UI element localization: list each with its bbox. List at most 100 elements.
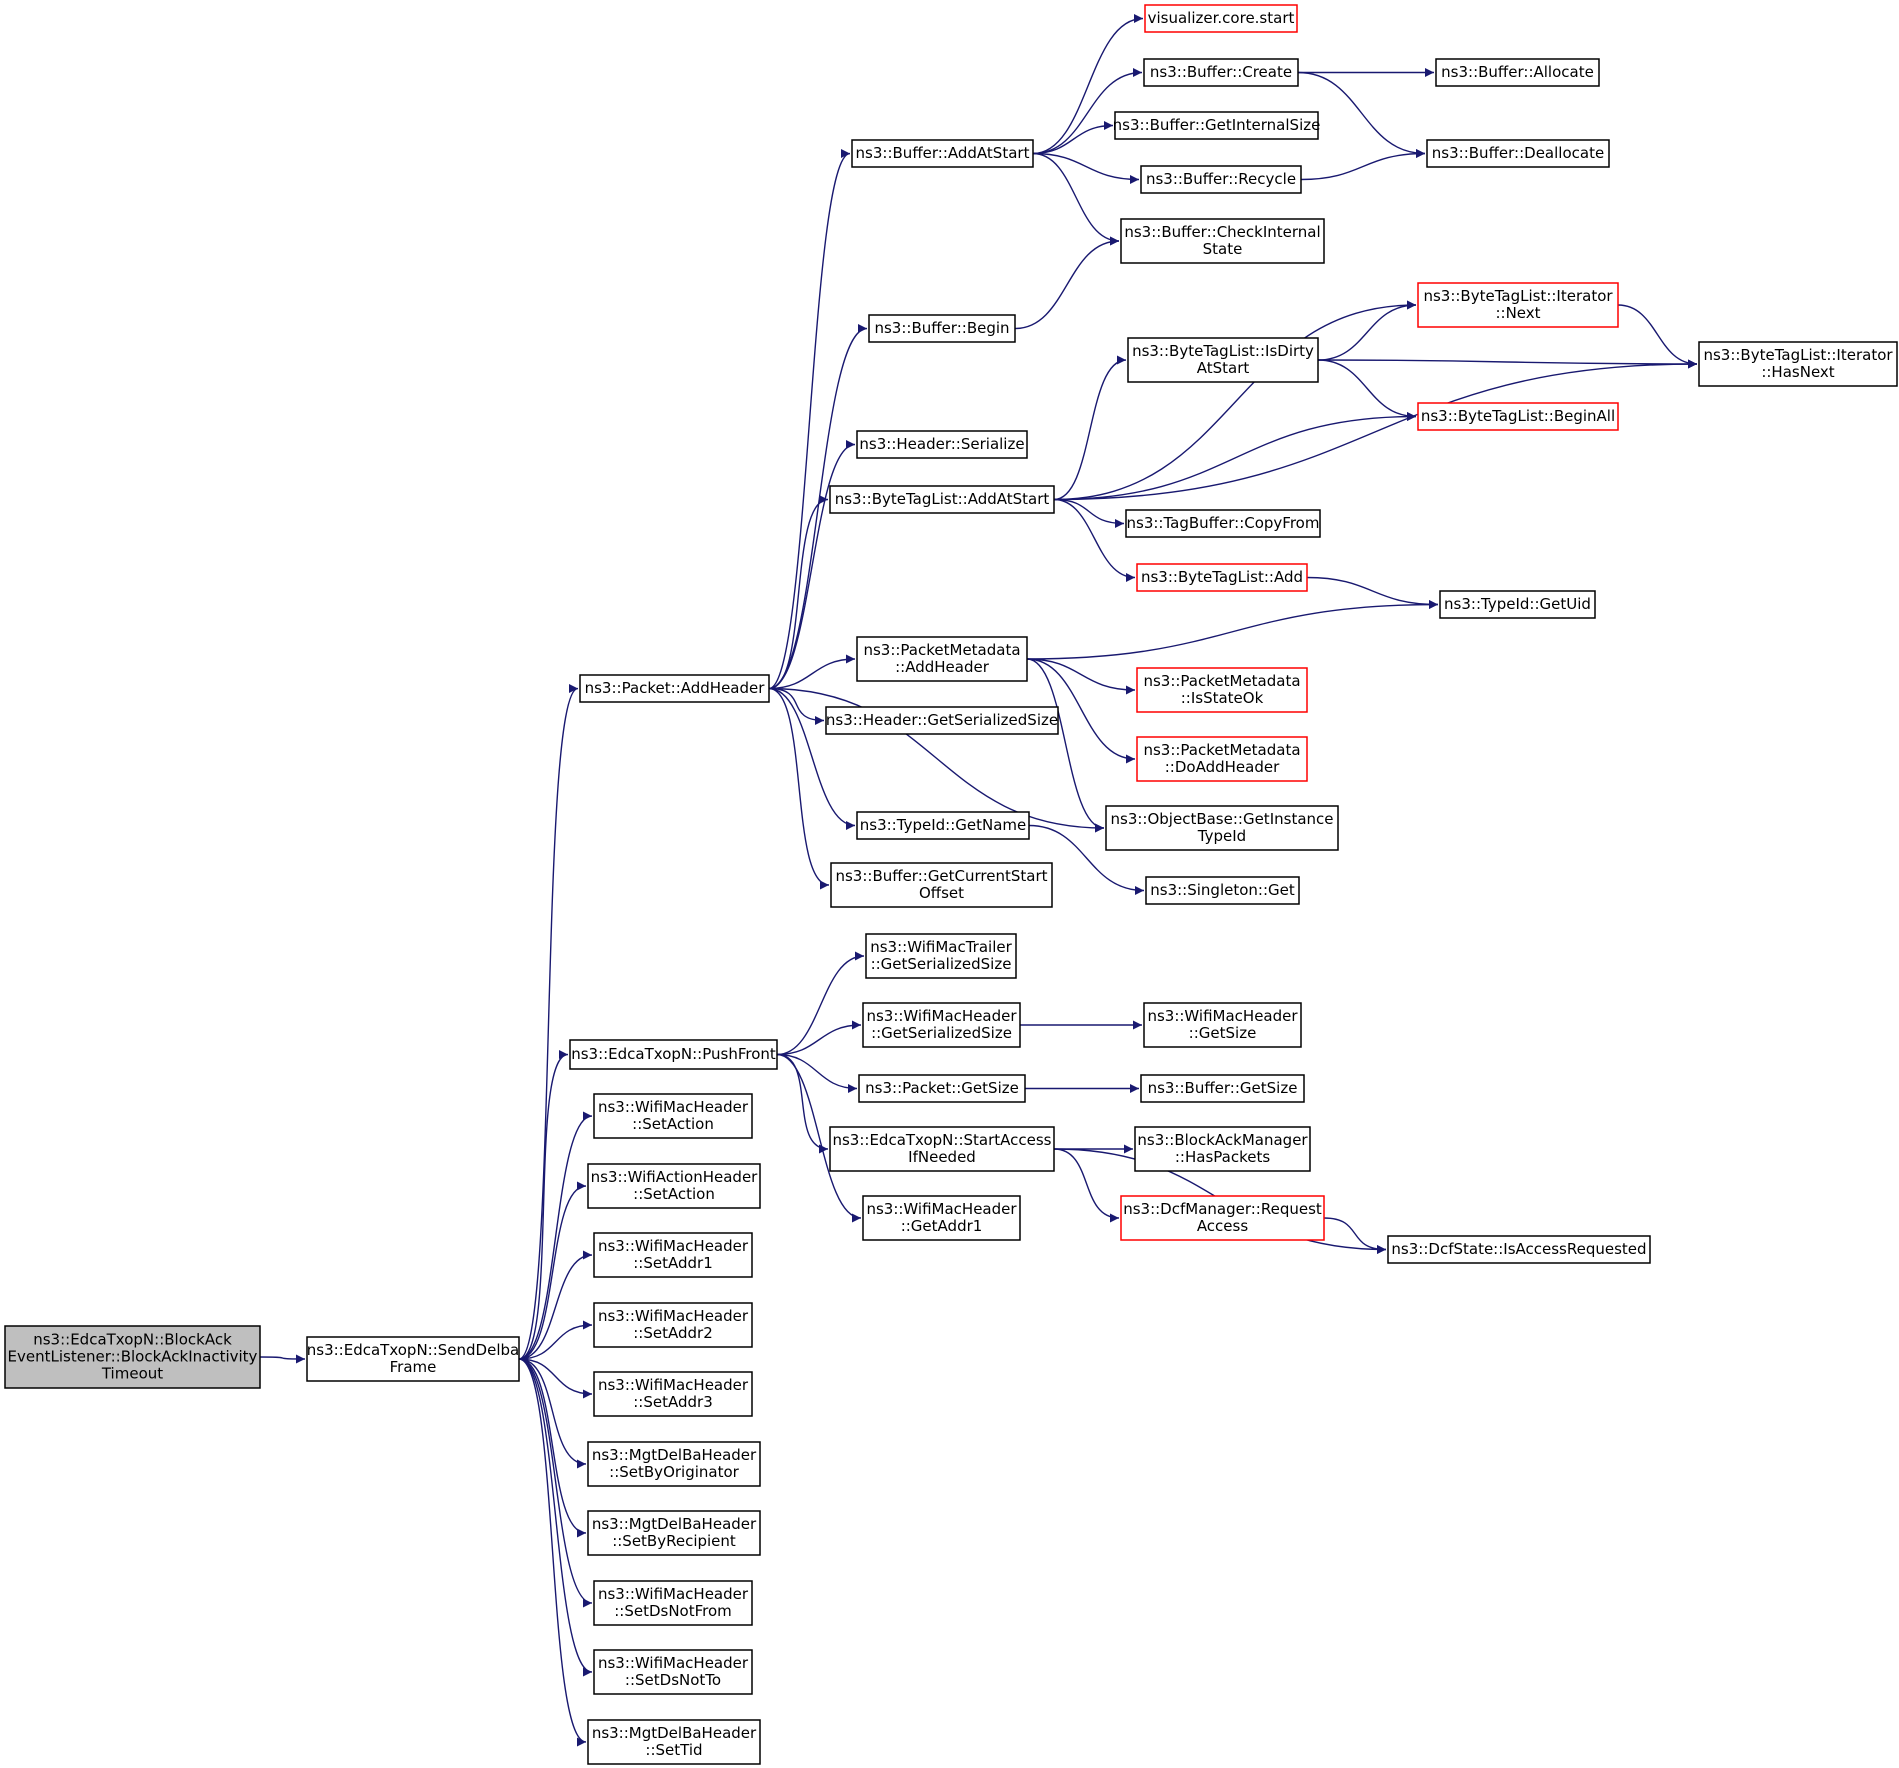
node-pmDoAddHeader[interactable]: ns3::PacketMetadata::DoAddHeader (1136, 736, 1308, 782)
node-box (1120, 218, 1325, 264)
edge-sendDelba-to-wmhSetAction (518, 1111, 593, 1360)
node-bamHasPackets[interactable]: ns3::BlockAckManager::HasPackets (1134, 1126, 1311, 1172)
node-bufAddAtStart[interactable]: ns3::Buffer::AddAtStart (851, 139, 1034, 168)
node-btlAdd[interactable]: ns3::ByteTagList::Add (1136, 563, 1308, 592)
node-pmIsStateOk[interactable]: ns3::PacketMetadata::IsStateOk (1136, 667, 1308, 713)
node-label-line: ::SetByOriginator (609, 1463, 739, 1481)
node-label-line: ns3::PacketMetadata (863, 641, 1020, 659)
node-wahSetAction[interactable]: ns3::WifiActionHeader::SetAction (587, 1163, 761, 1209)
node-getAddr1[interactable]: ns3::WifiMacHeader::GetAddr1 (862, 1195, 1021, 1241)
node-box (587, 1719, 761, 1765)
node-box (1127, 337, 1319, 383)
edge-pmAddHeader-to-objGetInstTid (1026, 658, 1105, 833)
node-wmhGetSize[interactable]: ns3::WifiMacHeader::GetSize (1143, 1002, 1302, 1048)
node-pmAddHeader[interactable]: ns3::PacketMetadata::AddHeader (856, 636, 1028, 682)
edge-bufAddAtStart-to-bufRecycle (1032, 152, 1140, 184)
node-setAddr3[interactable]: ns3::WifiMacHeader::SetAddr3 (593, 1371, 753, 1417)
node-setByRecip[interactable]: ns3::MgtDelBaHeader::SetByRecipient (587, 1510, 761, 1556)
node-tidGetName[interactable]: ns3::TypeId::GetName (856, 811, 1030, 840)
node-label-line: ::SetDsNotFrom (614, 1602, 732, 1620)
node-btlIterHasNext[interactable]: ns3::ByteTagList::Iterator::HasNext (1698, 341, 1898, 387)
node-addHeader[interactable]: ns3::Packet::AddHeader (579, 674, 770, 703)
node-label-line: TypeId (1197, 827, 1246, 845)
node-bufAllocate[interactable]: ns3::Buffer::Allocate (1435, 58, 1600, 87)
node-hdrGetSerSize[interactable]: ns3::Header::GetSerializedSize (825, 706, 1059, 735)
node-tagBufCopy[interactable]: ns3::TagBuffer::CopyFrom (1125, 509, 1321, 538)
edge-pmAddHeader-to-pmIsStateOk (1026, 658, 1136, 695)
node-label-line: ns3::WifiMacHeader (598, 1585, 749, 1603)
node-label-line: ns3::ByteTagList::Iterator (1423, 287, 1613, 305)
node-box (4, 1325, 261, 1389)
node-label-line: ::SetAddr1 (633, 1254, 713, 1272)
node-label-line: ::HasNext (1761, 363, 1834, 381)
node-pushFront[interactable]: ns3::EdcaTxopN::PushFront (569, 1039, 778, 1070)
node-setByOrig[interactable]: ns3::MgtDelBaHeader::SetByOriginator (587, 1441, 761, 1487)
node-btlIterNext[interactable]: ns3::ByteTagList::Iterator::Next (1417, 282, 1619, 328)
node-box (1136, 563, 1308, 592)
node-label-line: ns3::DcfManager::Request (1123, 1200, 1322, 1218)
node-setAddr1[interactable]: ns3::WifiMacHeader::SetAddr1 (593, 1232, 753, 1278)
node-setTid[interactable]: ns3::MgtDelBaHeader::SetTid (587, 1719, 761, 1765)
node-label-line: ::SetTid (645, 1741, 702, 1759)
edge-btlAddAtStart-to-btlIterNext (1053, 300, 1417, 501)
node-setAddr2[interactable]: ns3::WifiMacHeader::SetAddr2 (593, 1302, 753, 1348)
node-dcfIsAccessReq[interactable]: ns3::DcfState::IsAccessRequested (1387, 1235, 1651, 1264)
node-box (587, 1510, 761, 1556)
node-box (1439, 590, 1596, 619)
node-label-line: ns3::Header::GetSerializedSize (826, 711, 1058, 729)
node-label-line: ns3::Header::Serialize (859, 435, 1024, 453)
node-box (1114, 111, 1319, 140)
node-bufRecycle[interactable]: ns3::Buffer::Recycle (1140, 165, 1302, 194)
node-bufDeallocate[interactable]: ns3::Buffer::Deallocate (1426, 139, 1610, 168)
node-box (1140, 165, 1302, 194)
node-label-line: ns3::MgtDelBaHeader (592, 1446, 757, 1464)
node-box (1387, 1235, 1651, 1264)
node-pktGetSize[interactable]: ns3::Packet::GetSize (858, 1074, 1026, 1103)
node-btlAddAtStart[interactable]: ns3::ByteTagList::AddAtStart (829, 485, 1055, 514)
node-box (865, 933, 1017, 979)
node-box (1140, 1074, 1305, 1103)
node-label-line: ns3::TagBuffer::CopyFrom (1127, 514, 1320, 532)
edge-pmAddHeader-to-pmDoAddHeader (1026, 658, 1136, 764)
node-box (593, 1232, 753, 1278)
node-box (579, 674, 770, 703)
node-bufCreate[interactable]: ns3::Buffer::Create (1143, 58, 1299, 87)
node-singletonGet[interactable]: ns3::Singleton::Get (1145, 876, 1300, 905)
node-label-line: ns3::ByteTagList::AddAtStart (835, 490, 1050, 508)
node-label-line: ns3::PacketMetadata (1143, 741, 1300, 759)
node-btlBeginAll[interactable]: ns3::ByteTagList::BeginAll (1417, 402, 1619, 431)
node-vizStart[interactable]: visualizer.core.start (1144, 4, 1298, 33)
node-label-line: ::SetAddr2 (633, 1324, 713, 1342)
node-wmtGetSerSize[interactable]: ns3::WifiMacTrailer::GetSerializedSize (865, 933, 1017, 979)
edge-pmAddHeader-to-tidGetUid (1026, 600, 1439, 660)
node-wmhSetAction[interactable]: ns3::WifiMacHeader::SetAction (593, 1093, 753, 1139)
node-wmhGetSerSize[interactable]: ns3::WifiMacHeader::GetSerializedSize (862, 1002, 1021, 1048)
node-bufGetSize[interactable]: ns3::Buffer::GetSize (1140, 1074, 1305, 1103)
node-box (1144, 4, 1298, 33)
edge-btlAdd-to-tidGetUid (1306, 576, 1439, 609)
edge-bufRecycle-to-bufDeallocate (1300, 149, 1426, 181)
node-root[interactable]: ns3::EdcaTxopN::BlockAckEventListener::B… (4, 1325, 261, 1389)
node-setDsNotFrom[interactable]: ns3::WifiMacHeader::SetDsNotFrom (593, 1580, 753, 1626)
node-hdrSerialize[interactable]: ns3::Header::Serialize (856, 430, 1028, 459)
node-box (1417, 402, 1619, 431)
node-bufGetInternal[interactable]: ns3::Buffer::GetInternalSize (1113, 111, 1321, 140)
edge-btlAddAtStart-to-tagBufCopy (1053, 498, 1125, 528)
node-tidGetUid[interactable]: ns3::TypeId::GetUid (1439, 590, 1596, 619)
node-setDsNotTo[interactable]: ns3::WifiMacHeader::SetDsNotTo (593, 1649, 753, 1695)
node-label-line: visualizer.core.start (1148, 9, 1295, 27)
node-bufBegin[interactable]: ns3::Buffer::Begin (868, 314, 1016, 343)
node-label-line: ns3::ByteTagList::Iterator (1703, 346, 1893, 364)
node-box (593, 1580, 753, 1626)
node-box (1134, 1126, 1311, 1172)
node-label-line: ns3::DcfState::IsAccessRequested (1391, 1240, 1646, 1258)
node-label-line: ns3::WifiActionHeader (591, 1168, 759, 1186)
